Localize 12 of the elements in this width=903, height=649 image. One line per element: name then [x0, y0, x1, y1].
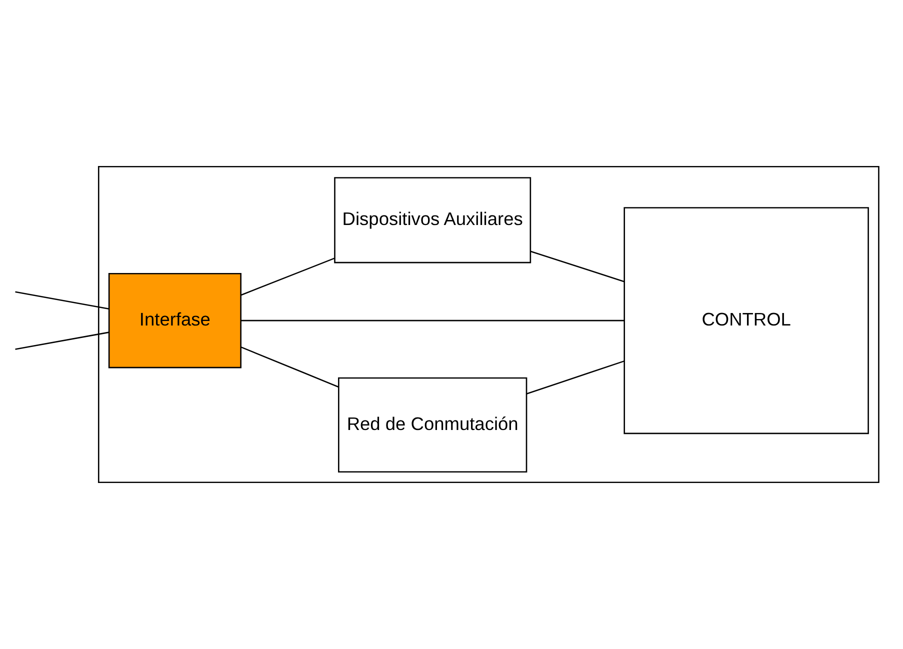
- connector: [526, 360, 625, 394]
- node-box: Interfase: [108, 272, 242, 368]
- cluster: [98, 166, 880, 483]
- connector: [530, 250, 624, 282]
- connector: [15, 332, 110, 350]
- connector: [240, 346, 338, 388]
- node-box: CONTROL: [624, 207, 869, 434]
- node-box: Dispositivos Auxiliares: [334, 177, 532, 264]
- connector: [15, 291, 110, 310]
- connector: [240, 258, 335, 296]
- node-box: Red de Conmutación: [338, 377, 528, 473]
- connector: [240, 320, 624, 322]
